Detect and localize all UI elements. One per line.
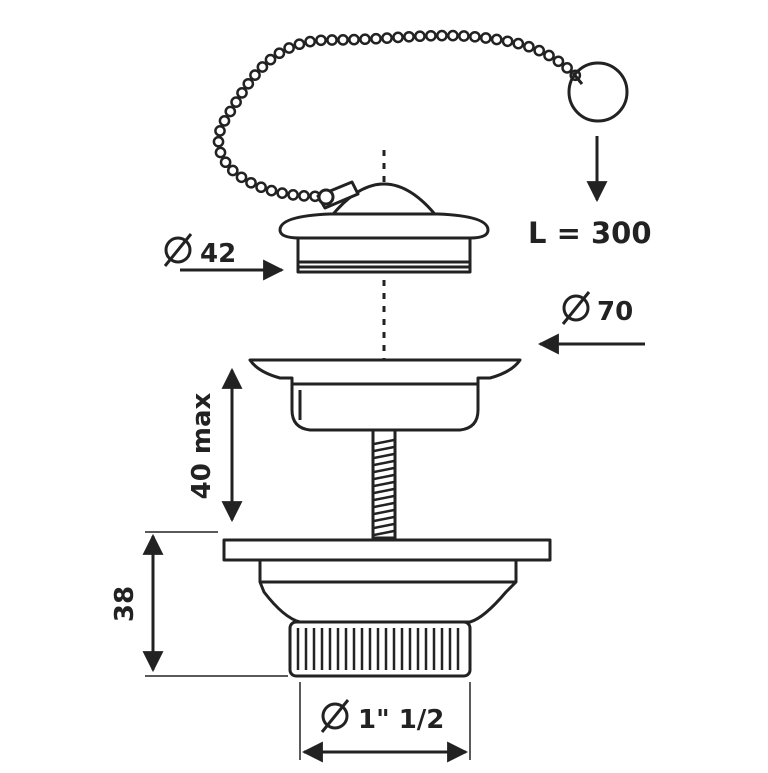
stopper-plug <box>278 180 490 274</box>
chain-bead <box>283 42 295 54</box>
thread-size-label: 1" 1/2 <box>358 705 444 735</box>
chain-bead <box>552 55 565 68</box>
thread-size-dimension: 1" 1/2 <box>299 682 471 763</box>
chain-bead <box>219 156 232 169</box>
chain-bead <box>230 96 242 108</box>
chain-bead <box>490 33 503 46</box>
body-height-label: 38 <box>110 586 140 622</box>
waste-body <box>222 538 552 678</box>
diameter-symbol-icon <box>320 699 350 733</box>
chain-bead <box>218 115 231 127</box>
chain-bead <box>236 87 248 99</box>
chain-bead <box>533 44 546 57</box>
chain-bead <box>226 164 239 177</box>
diameter-symbol-icon <box>163 233 193 267</box>
chain-bead <box>242 77 255 90</box>
chain-bead <box>425 29 437 42</box>
chain-bead <box>224 105 237 118</box>
chain-bead <box>235 171 248 184</box>
strainer-basket <box>248 358 522 432</box>
chain-bead <box>293 38 306 51</box>
plug-chain <box>212 29 582 203</box>
chain-bead <box>523 40 535 53</box>
chain-bead <box>337 34 349 46</box>
chain-bead <box>315 34 327 47</box>
chain-bead <box>403 30 415 43</box>
chain-bead <box>212 135 225 148</box>
chain-bead <box>304 35 316 48</box>
chain-bead <box>479 32 492 44</box>
chain-bead <box>273 47 286 60</box>
chain-bead <box>501 35 514 48</box>
max-height-label: 40 max <box>187 392 217 499</box>
flange-diameter-dimension: 70 <box>537 291 645 355</box>
stopper-diameter-label: 42 <box>200 239 236 269</box>
chain-bead <box>249 69 261 81</box>
chain-bead <box>287 189 299 201</box>
chain-bead <box>264 53 277 66</box>
diameter-symbol-icon <box>561 291 591 325</box>
max-height-dimension: 40 max <box>187 367 243 523</box>
stopper-diameter-dimension: 42 <box>163 233 285 281</box>
chain-bead <box>256 61 269 73</box>
flange-diameter-label: 70 <box>597 297 633 327</box>
chain-bead <box>348 33 360 46</box>
chain-bead <box>370 32 382 45</box>
chain-bead <box>543 49 555 62</box>
chain-bead <box>255 181 267 194</box>
chain-bead <box>265 184 278 197</box>
chain-bead <box>414 30 426 43</box>
chain-bead <box>298 190 310 202</box>
chain-length-dimension: L = 300 <box>528 136 652 250</box>
chain-bead <box>214 146 227 159</box>
chain-bead <box>447 29 459 42</box>
threaded-rod <box>371 428 397 540</box>
chain-bead <box>392 31 404 44</box>
chain-bead <box>469 30 481 43</box>
chain-bead <box>214 125 226 137</box>
chain-bead <box>276 187 289 199</box>
body-height-dimension: 38 <box>110 531 288 677</box>
chain-bead <box>458 30 470 42</box>
chain-bead <box>561 62 573 74</box>
chain-bead <box>381 32 393 44</box>
chain-bead <box>512 37 525 50</box>
chain-length-label: L = 300 <box>528 216 652 250</box>
chain-bead <box>359 33 371 46</box>
chain-bead <box>245 176 257 189</box>
chain-bead <box>326 34 338 46</box>
chain-bead <box>436 29 448 42</box>
chain-ring <box>567 61 629 123</box>
